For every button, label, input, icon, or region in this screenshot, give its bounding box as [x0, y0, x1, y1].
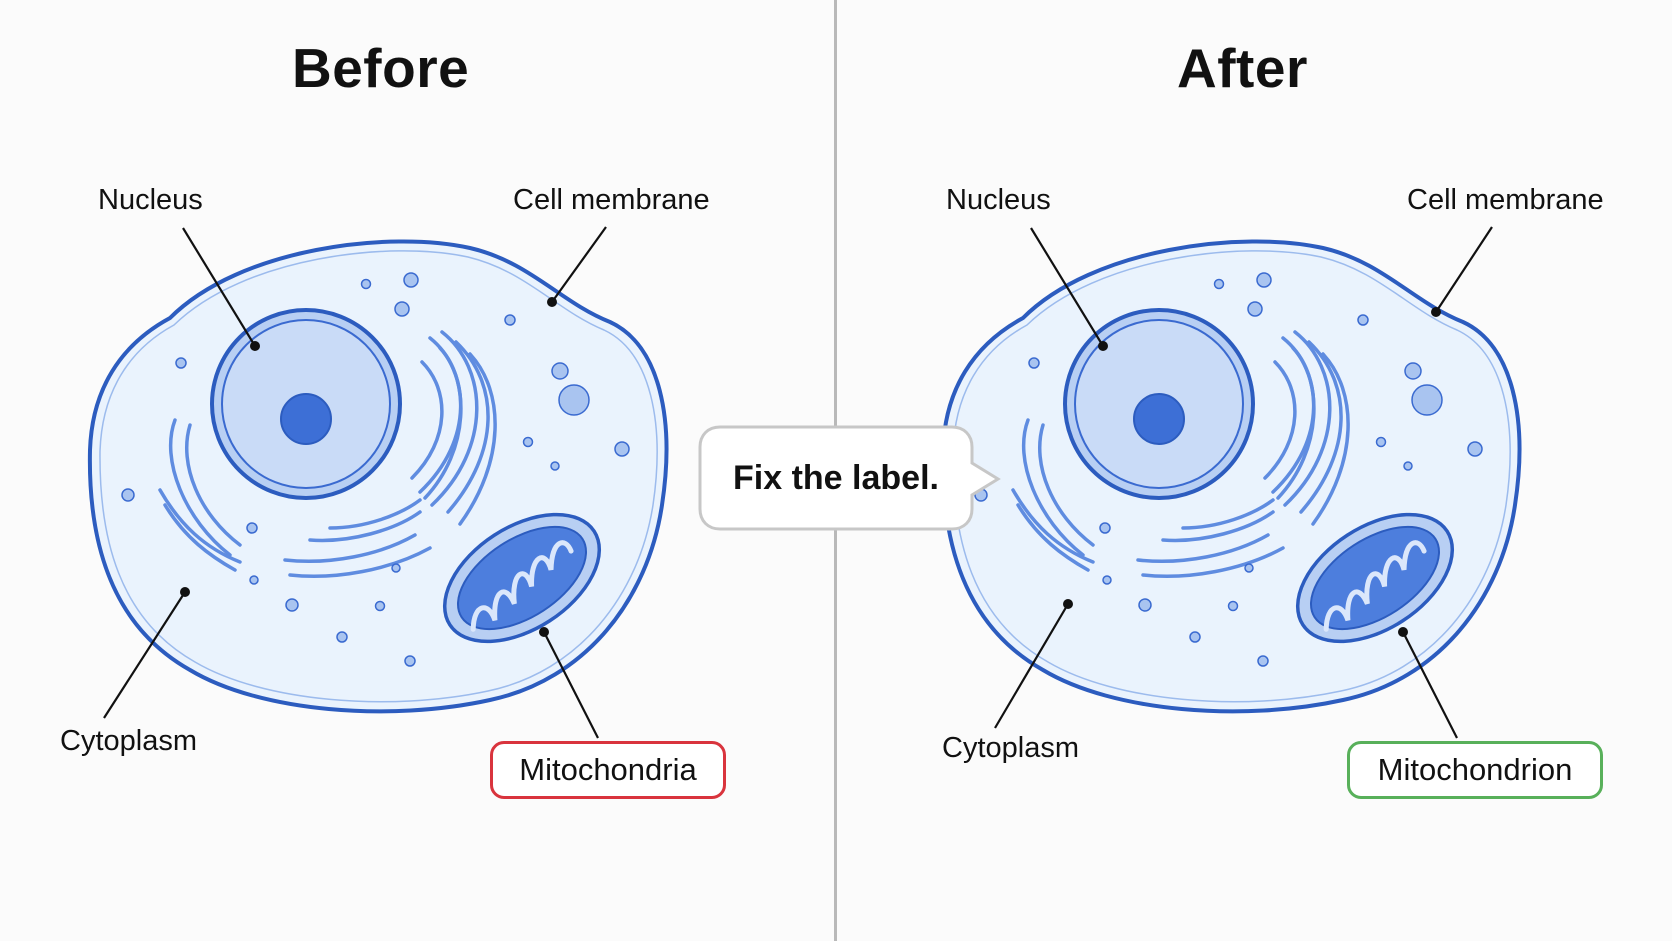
cell-membrane-label: Cell membrane: [1407, 184, 1604, 216]
endoplasmic-reticulum: [158, 330, 497, 579]
nucleolus: [280, 393, 332, 445]
after-panel: After: [837, 0, 1671, 941]
after-cell-diagram: [940, 226, 1522, 739]
vesicles: [121, 272, 630, 667]
mitochondria-label-incorrect: Mitochondria: [490, 741, 726, 799]
nucleus-label: Nucleus: [98, 184, 203, 216]
nucleus: [210, 308, 402, 500]
mitochondrion: [1295, 512, 1455, 644]
cell-membrane-inner: [99, 250, 658, 703]
cytoplasm-label: Cytoplasm: [60, 725, 197, 757]
cell-drawing: [940, 239, 1522, 714]
speech-bubble-shape: [698, 425, 1001, 531]
mitochondrion-label-corrected: Mitochondrion: [1347, 741, 1603, 799]
after-title: After: [1177, 37, 1308, 99]
nucleolus: [1133, 393, 1185, 445]
bubble-text: Fix the label.: [733, 459, 939, 497]
instruction-speech-bubble: Fix the label.: [698, 425, 1001, 531]
before-panel: Before: [0, 0, 834, 941]
nucleus-label: Nucleus: [946, 184, 1051, 216]
nucleus: [1063, 308, 1255, 500]
leader-dots: [180, 297, 557, 637]
mitochondrion: [442, 512, 602, 644]
before-cell-diagram: [87, 226, 669, 739]
cell-membrane-label: Cell membrane: [513, 184, 710, 216]
cytoplasm-label: Cytoplasm: [942, 732, 1079, 764]
vesicles: [974, 272, 1483, 667]
leader-lines: [994, 226, 1493, 739]
endoplasmic-reticulum: [1011, 330, 1350, 579]
before-title: Before: [292, 37, 470, 99]
cell-drawing: [87, 239, 669, 714]
leader-lines: [103, 226, 607, 739]
leader-dots: [1063, 307, 1441, 637]
